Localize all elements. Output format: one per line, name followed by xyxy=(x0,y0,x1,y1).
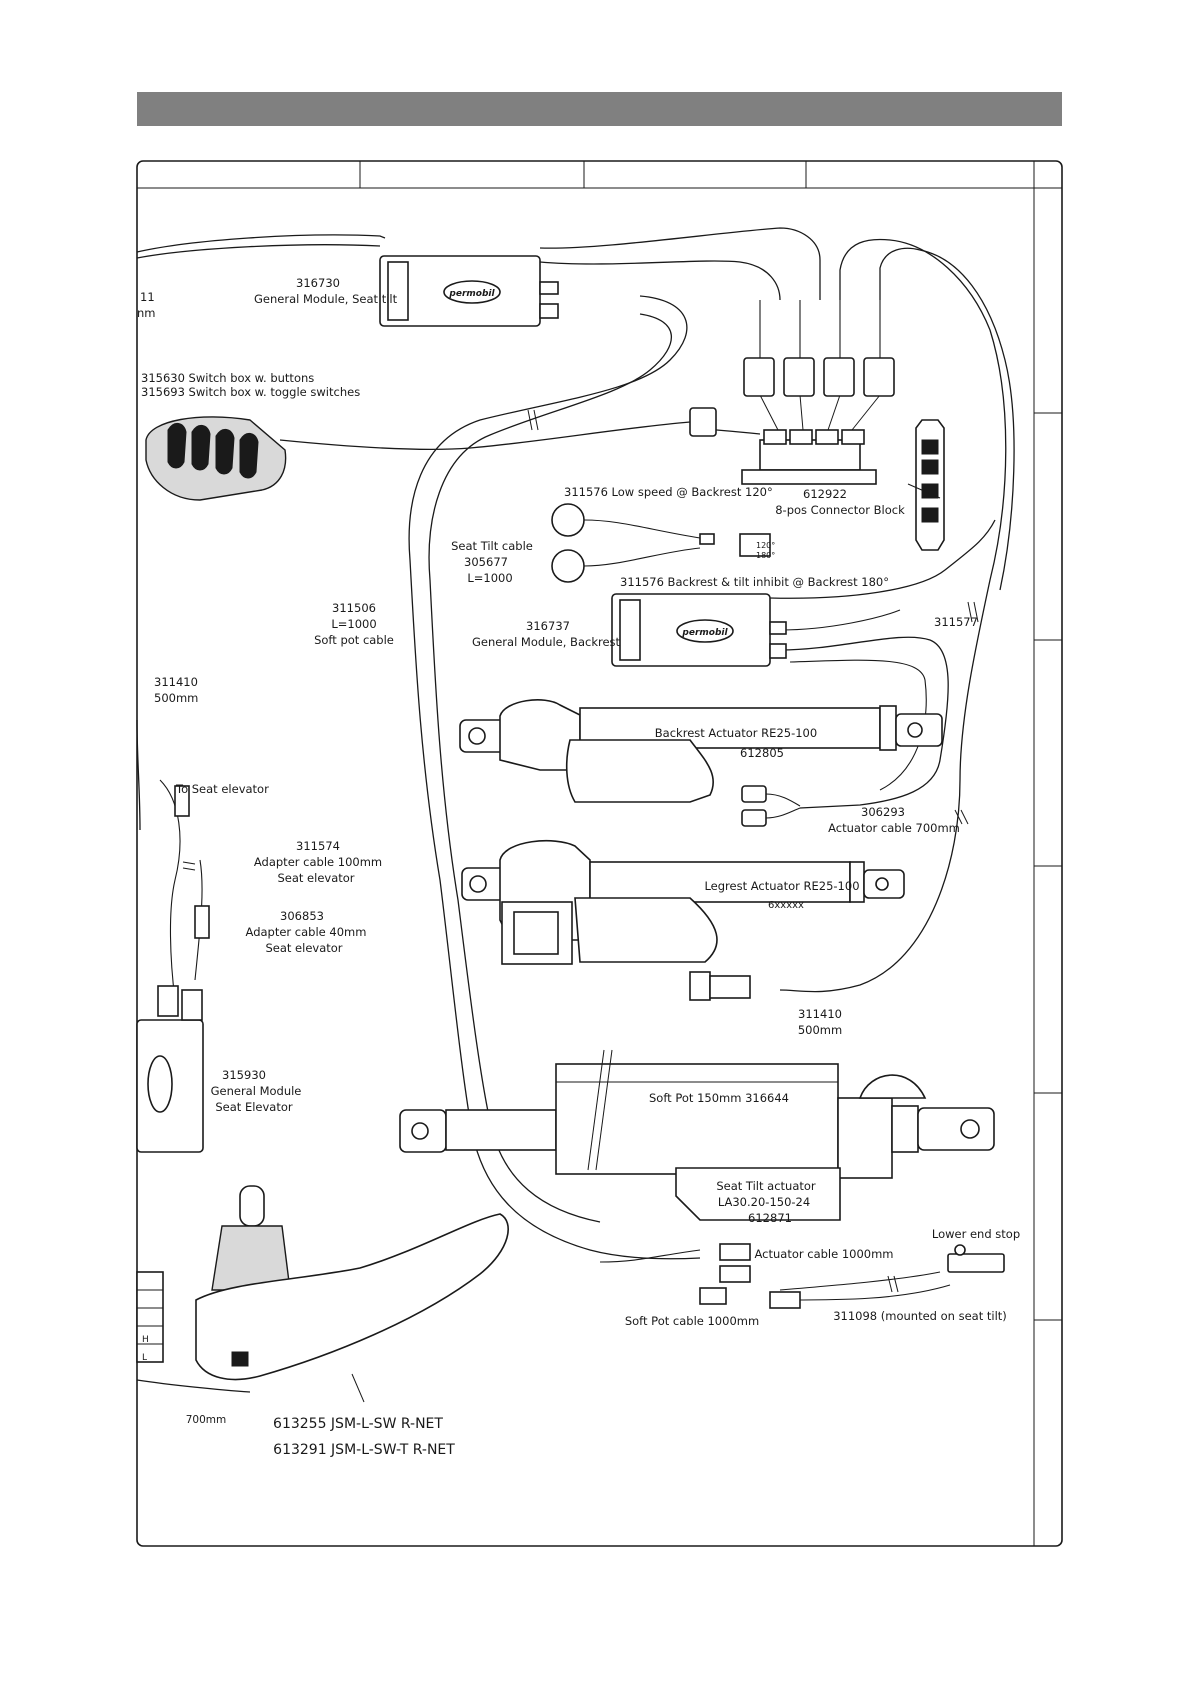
inhibit-switches xyxy=(551,503,771,583)
label-backrest-actuator-name: Backrest Actuator RE25-100 xyxy=(655,726,817,740)
brand-logo-seat: permobil xyxy=(448,289,495,299)
label-cable-311577: 311577 xyxy=(934,615,978,629)
label-cable-311410-right-len: 500mm xyxy=(798,1023,842,1037)
label-seat-tilt-cable-name: Seat Tilt cable xyxy=(451,539,533,553)
label-actuator-cable-name: Actuator cable 700mm xyxy=(828,821,960,835)
label-cut-top-1: 11 xyxy=(140,290,155,304)
label-cable-311410-left-len: 500mm xyxy=(154,691,198,705)
label-low-speed: 311576 Low speed @ Backrest 120° xyxy=(564,485,773,499)
label-seat-tilt-actuator-name: Seat Tilt actuator xyxy=(716,1179,816,1193)
label-switch-box-toggle: 315693 Switch box w. toggle switches xyxy=(141,385,360,399)
label-connector-block-code: 612922 xyxy=(803,487,847,501)
label-lower-end-stop: Lower end stop xyxy=(932,1227,1020,1241)
label-cut-top-2: nm xyxy=(137,306,156,320)
lower-end-stop-switch xyxy=(699,1243,1005,1309)
backrest-actuator xyxy=(459,699,943,803)
label-cable-311410-left-code: 311410 xyxy=(154,675,198,689)
general-module-seat-tilt: permobil xyxy=(379,255,559,327)
label-adapter40-code: 306853 xyxy=(280,909,324,923)
label-soft-pot-cable-name: Soft pot cable xyxy=(314,633,394,647)
label-soft-pot-cable-1000: Soft Pot cable 1000mm xyxy=(625,1314,759,1328)
label-adapter40-target: Seat elevator xyxy=(265,941,342,955)
label-adapter100-name: Adapter cable 100mm xyxy=(254,855,382,869)
section-header-bar xyxy=(137,92,1062,126)
label-len-700: 700mm xyxy=(186,1414,227,1426)
label-soft-pot-cable-len: L=1000 xyxy=(331,617,376,631)
drawing-frame xyxy=(136,160,1063,1547)
left-modules xyxy=(136,785,210,1363)
label-actuator-cable-code: 306293 xyxy=(861,805,905,819)
label-soft-pot-cable-code: 311506 xyxy=(332,601,376,615)
label-table-l: L xyxy=(142,1353,147,1363)
label-gm-elevator-name: General Module xyxy=(211,1084,302,1098)
label-switch-311098: 311098 (mounted on seat tilt) xyxy=(833,1309,1007,1323)
label-table-h: H xyxy=(142,1335,149,1345)
label-actuator-cable-1000: Actuator cable 1000mm xyxy=(754,1247,893,1261)
label-seat-tilt-actuator-code: 612871 xyxy=(748,1211,792,1225)
connector-block-8pos xyxy=(741,419,945,551)
label-seat-tilt-cable-len: L=1000 xyxy=(467,571,512,585)
label-gm-backrest-name: General Module, Backrest xyxy=(472,635,621,649)
label-joystick-2: 613291 JSM-L-SW-T R-NET xyxy=(273,1442,455,1458)
label-gm-backrest-code: 316737 xyxy=(526,619,570,633)
label-backrest-inhibit: 311576 Backrest & tilt inhibit @ Backres… xyxy=(620,575,889,589)
seat-tilt-actuator xyxy=(399,1049,995,1221)
label-gm-seat-code: 316730 xyxy=(296,276,340,290)
brand-logo-backrest: permobil xyxy=(681,628,728,638)
label-adapter40-name: Adapter cable 40mm xyxy=(246,925,367,939)
label-legrest-actuator-name: Legrest Actuator RE25-100 xyxy=(704,879,859,893)
label-gm-seat-name: General Module, Seat tilt xyxy=(254,292,398,306)
switch-box xyxy=(145,416,287,501)
label-cable-311410-right-code: 311410 xyxy=(798,1007,842,1021)
label-gm-elevator-target: Seat Elevator xyxy=(215,1100,293,1114)
top-connectors xyxy=(689,357,895,437)
general-module-backrest: permobil xyxy=(611,593,787,667)
label-seat-tilt-actuator-model: LA30.20-150-24 xyxy=(718,1195,810,1209)
joystick xyxy=(195,1185,509,1403)
label-deg-180: 180° xyxy=(756,551,775,560)
label-connector-block-name: 8-pos Connector Block xyxy=(775,503,905,517)
label-backrest-actuator-code: 612805 xyxy=(740,746,784,760)
label-deg-120: 120° xyxy=(756,541,775,550)
label-legrest-actuator-code: 6xxxxx xyxy=(768,900,804,911)
label-switch-box-buttons: 315630 Switch box w. buttons xyxy=(141,371,314,385)
label-seat-tilt-cable-code: 305677 xyxy=(464,555,508,569)
label-to-seat-elevator: To Seat elevator xyxy=(175,782,269,796)
legrest-actuator xyxy=(461,840,905,1001)
label-gm-elevator-code: 315930 xyxy=(222,1068,266,1082)
label-adapter100-code: 311574 xyxy=(296,839,340,853)
diagram-labels: 316730 General Module, Seat tilt 11 nm 3… xyxy=(137,276,1020,1458)
wiring-harness xyxy=(136,227,1015,1393)
label-adapter100-target: Seat elevator xyxy=(277,871,354,885)
label-joystick-1: 613255 JSM-L-SW R-NET xyxy=(273,1416,443,1432)
actuator-cable-700-connectors xyxy=(741,785,801,827)
label-soft-pot: Soft Pot 150mm 316644 xyxy=(649,1091,789,1105)
